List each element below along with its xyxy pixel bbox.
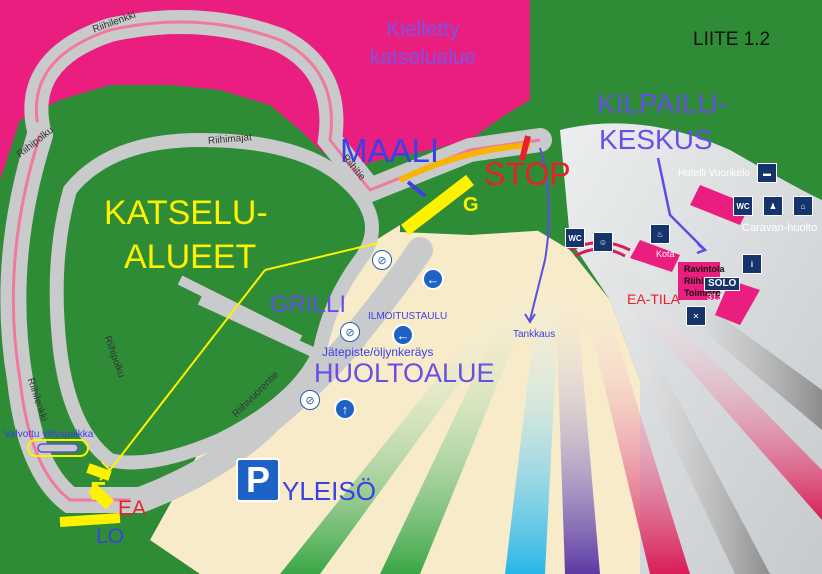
f-marker-label: F: [90, 476, 106, 506]
office-label: Toimisto: [684, 288, 721, 298]
refuel-label: Tankkaus: [513, 329, 556, 340]
ea-marker-label: EA: [118, 497, 147, 520]
fire-icon: ♨: [650, 224, 670, 244]
arrow-up-icon: ↑: [334, 398, 356, 420]
spectator-areas-label-1: KATSELU-: [104, 194, 268, 232]
ea-zone-label: EA-TILA: [627, 291, 680, 307]
info-icon: i: [742, 254, 762, 274]
kota-label: Kota: [656, 249, 675, 259]
stop-label: STOP: [484, 156, 571, 192]
forbidden-zone-shape: [0, 0, 530, 170]
grill-label: GRILLI: [270, 291, 347, 318]
notice-board-label: ILMOITUSTAULU: [368, 311, 448, 322]
supervised-crossing-label: Valvottu ylityspaikka: [4, 429, 94, 440]
hotel-label: Hotelli Vuorikelo: [678, 168, 750, 179]
competition-center-label-2: KESKUS: [599, 124, 713, 155]
hotel-bed-icon: ▬: [757, 163, 777, 183]
g-marker-label: G: [463, 194, 479, 216]
solo-badge: SOLO: [704, 277, 741, 291]
arrow-left-icon: ←: [392, 324, 414, 346]
no-smoking-icon: ⊘: [340, 322, 360, 342]
public-parking-label: YLEISÖ: [282, 476, 376, 506]
tools-icon: ✕: [686, 306, 706, 326]
parking-sign: P: [236, 458, 280, 502]
spectator-areas-label-2: ALUEET: [124, 238, 257, 276]
solo-number: 313: [707, 292, 723, 302]
arrow-left-icon: ←: [422, 268, 444, 290]
no-smoking-icon: ⊘: [372, 250, 392, 270]
caravan-label: Caravan-huolto: [742, 222, 818, 234]
wc-icon: WC: [733, 196, 753, 216]
no-smoking-icon: ⊘: [300, 390, 320, 410]
finish-label: MAALI: [340, 132, 440, 169]
mask-icon: ☺: [593, 232, 613, 252]
solo-text: SOLO: [708, 278, 737, 289]
family-icon: ♟: [763, 196, 783, 216]
restaurant-label-2: Riihikelo: [684, 276, 722, 286]
competition-center-label-1: KILPAILU-: [597, 88, 728, 119]
sheet-label: LIITE 1.2: [693, 29, 771, 50]
parking-letter: P: [245, 459, 270, 500]
lo-marker-label: LO: [96, 525, 125, 548]
caravan-icon: ⌂: [793, 196, 813, 216]
wc-icon: WC: [565, 228, 585, 248]
forbidden-zone-label: Kielletty katselualue: [369, 18, 477, 70]
service-area-label: HUOLTOALUE: [314, 358, 495, 388]
restaurant-label-1: Ravintola: [684, 264, 725, 274]
waste-point-label: Jätepiste/öljynkeräys: [322, 345, 434, 359]
